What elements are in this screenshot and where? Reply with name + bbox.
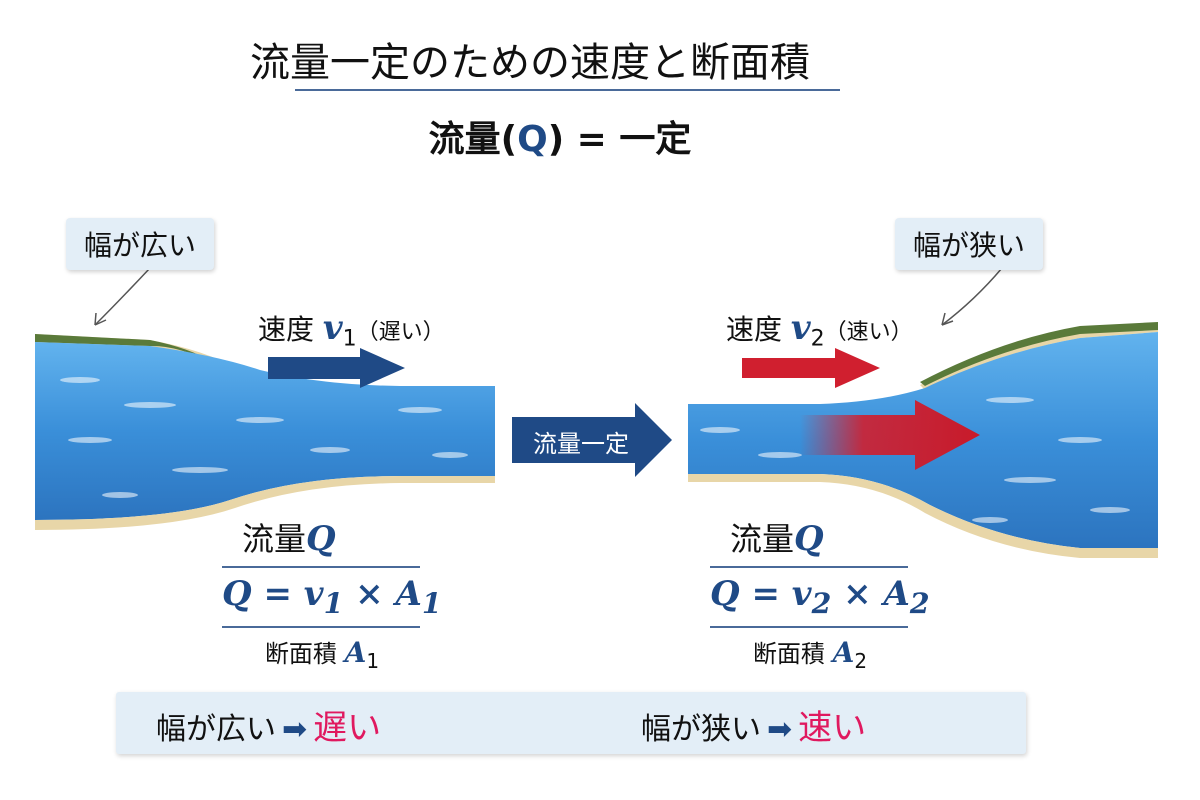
callout-pointer-icon-left	[94, 267, 151, 326]
summary-right-cond: 幅が狭い	[641, 712, 761, 747]
formula-rule-left-top	[222, 566, 420, 568]
area-line-left: 断面積 A1	[222, 634, 422, 673]
right-ripples	[700, 397, 1130, 523]
page-title: 流量一定のための速度と断面積	[250, 40, 810, 86]
velocity-right-sym: v	[790, 308, 811, 348]
eq-q-left: Q	[222, 574, 252, 614]
eq-a-right: A	[883, 574, 910, 614]
subtitle: 流量(Q) = 一定	[360, 110, 760, 162]
eq-op-right: =	[739, 574, 792, 614]
arrow-right-icon: ➡	[767, 712, 793, 747]
area-line-right: 断面積 A2	[710, 634, 910, 673]
summary-left: 幅が広い➡遅い	[156, 700, 381, 749]
eq-v-left: v	[303, 574, 324, 614]
velocity-right-label: 速度	[726, 313, 791, 346]
velocity-right-note: （速い）	[824, 320, 913, 345]
velocity-left-note: （遅い）	[356, 320, 445, 345]
area-sym-left: A	[344, 635, 367, 669]
callout-pointer-icon-left-head	[94, 312, 107, 326]
left-grass	[35, 334, 212, 362]
arrow-right-icon-flow	[512, 403, 672, 477]
flow-line-right: 流量Q	[710, 514, 910, 560]
flow-label-right: 流量	[730, 520, 795, 558]
subtitle-close: )	[547, 119, 565, 160]
flow-label-left: 流量	[242, 520, 307, 558]
subtitle-q: Q	[517, 119, 548, 160]
eq-v-sub-left: 1	[323, 585, 344, 620]
area-sub-right: 2	[854, 648, 868, 673]
velocity-left-sub: 1	[342, 326, 357, 352]
left-bank-bottom	[35, 476, 495, 530]
eq-times-right: ×	[831, 574, 884, 614]
summary-left-result: 遅い	[313, 708, 382, 748]
formula-left: 流量Q Q = v1 × A1 断面積 A1	[222, 514, 442, 673]
flow-sym-left: Q	[306, 519, 336, 559]
note-wide: 幅が広い	[66, 218, 215, 270]
summary-right-result: 速い	[798, 708, 867, 748]
area-label-left: 断面積	[264, 639, 345, 668]
flow-line-left: 流量Q	[222, 514, 422, 560]
subtitle-prefix: 流量	[428, 119, 501, 160]
formula-rule-right-bottom	[710, 625, 908, 628]
arrow-right-icon-fast	[742, 348, 880, 388]
summary-left-cond: 幅が広い	[156, 712, 276, 747]
velocity-left-sym: v	[322, 308, 343, 348]
eq-a-sub-right: 2	[909, 585, 930, 620]
arrow-right-icon-fast-big	[800, 400, 980, 470]
area-label-right: 断面積	[752, 639, 833, 668]
left-ripples	[60, 377, 468, 498]
eq-q-right: Q	[710, 574, 740, 614]
subtitle-open: (	[500, 119, 518, 160]
callout-pointer-icon-right-head	[941, 312, 954, 326]
velocity-right-sub: 2	[810, 326, 825, 352]
eq-v-sub-right: 2	[811, 585, 832, 620]
eq-times-left: ×	[343, 574, 396, 614]
arrow-right-icon: ➡	[282, 712, 308, 747]
formula-rule-right-top	[710, 566, 908, 568]
summary-bar: 幅が広い➡遅い 幅が狭い➡速い	[116, 692, 1026, 754]
summary-right: 幅が狭い➡速い	[641, 700, 866, 749]
eq-a-left: A	[395, 574, 422, 614]
formula-right: 流量Q Q = v2 × A2 断面積 A2	[710, 514, 930, 673]
title-rule	[295, 89, 840, 91]
equation-right: Q = v2 × A2	[710, 574, 930, 620]
right-grass	[920, 322, 1158, 386]
left-water	[35, 342, 495, 520]
velocity-right: 速度 v2（速い）	[726, 308, 913, 352]
formula-rule-left-bottom	[222, 625, 420, 628]
arrow-right-icon-slow	[268, 348, 405, 388]
eq-v-right: v	[791, 574, 812, 614]
area-sym-right: A	[832, 635, 855, 669]
velocity-left: 速度 v1（遅い）	[258, 308, 445, 352]
subtitle-suffix: = 一定	[564, 119, 692, 160]
note-narrow: 幅が狭い	[895, 218, 1044, 270]
right-bank-bottom	[688, 474, 1158, 558]
eq-a-sub-left: 1	[421, 585, 442, 620]
eq-op-left: =	[251, 574, 304, 614]
middle-arrow-label: 流量一定	[533, 430, 629, 458]
velocity-left-label: 速度	[258, 313, 323, 346]
flow-sym-right: Q	[794, 519, 824, 559]
equation-left: Q = v1 × A1	[222, 574, 442, 620]
area-sub-left: 1	[366, 648, 380, 673]
callout-pointer-icon-right	[941, 267, 1003, 326]
